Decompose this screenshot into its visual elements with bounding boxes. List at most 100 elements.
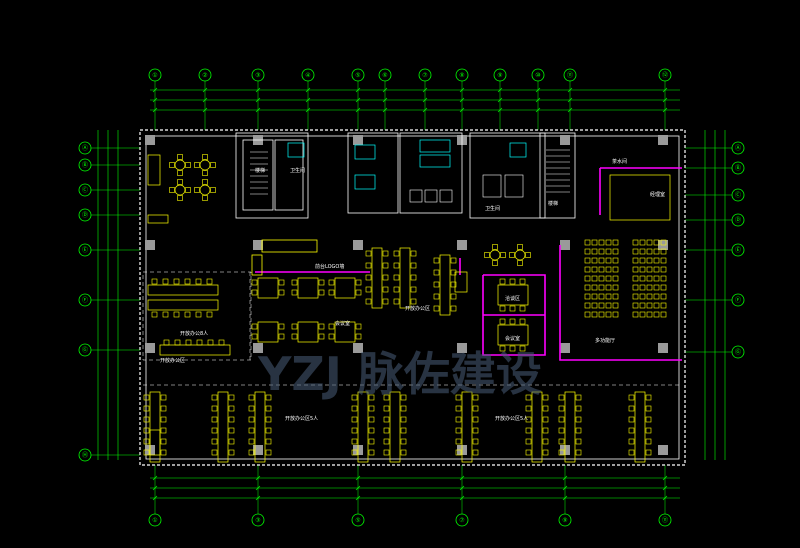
chair (351, 416, 358, 423)
axis-bottom-label: ⑪ (662, 516, 668, 524)
label-toilet-b: 卫生间 (485, 205, 500, 212)
chair (265, 427, 272, 434)
chair (558, 416, 565, 423)
chair (143, 427, 150, 434)
desk (334, 277, 356, 299)
chair (519, 305, 526, 312)
axis-left-label: Ⓒ (82, 186, 88, 194)
lounge-chair (194, 162, 200, 168)
chair (143, 438, 150, 445)
chair (433, 281, 440, 288)
axis-bottom-bubble (658, 513, 672, 527)
chair (628, 449, 635, 456)
axis-left-bubble (78, 243, 92, 257)
chair (265, 438, 272, 445)
chair (351, 427, 358, 434)
column (145, 135, 155, 145)
chair (211, 438, 218, 445)
chair (248, 438, 255, 445)
axis-top-label: ③ (255, 72, 260, 79)
training-seat (660, 266, 667, 273)
chair (207, 339, 214, 346)
desk (399, 247, 411, 309)
training-seat (660, 293, 667, 300)
desk (149, 429, 161, 456)
column (353, 343, 363, 353)
chair (575, 416, 582, 423)
chair (455, 394, 462, 401)
lounge-chair (202, 195, 208, 201)
training-seat (660, 275, 667, 282)
chair (195, 278, 202, 285)
training-seat (612, 239, 619, 246)
axis-left-bubble (78, 141, 92, 155)
chair (278, 323, 285, 330)
training-seat (598, 293, 605, 300)
desk (357, 391, 369, 463)
chair (645, 394, 652, 401)
training-seat (660, 311, 667, 318)
training-seat (660, 248, 667, 255)
axis-right-bubble (731, 243, 745, 257)
chair (645, 449, 652, 456)
training-seat (591, 284, 598, 291)
chair (206, 311, 213, 318)
chair (400, 438, 407, 445)
chair (355, 279, 362, 286)
chair (645, 416, 652, 423)
axis-left-label: Ⓑ (82, 161, 88, 169)
training-seat (632, 239, 639, 246)
chair (393, 262, 400, 269)
round-table (199, 159, 211, 171)
chair (328, 333, 335, 340)
axis-top-label: ⑪ (567, 71, 573, 79)
stair-a (250, 151, 268, 195)
chair (328, 323, 335, 330)
chair (410, 262, 417, 269)
chair (318, 279, 325, 286)
chair (351, 405, 358, 412)
chair (519, 318, 526, 325)
chair (509, 345, 516, 352)
chair (433, 293, 440, 300)
chair (218, 339, 225, 346)
chair (542, 449, 549, 456)
lounge-chair (177, 195, 183, 201)
training-seat (591, 275, 598, 282)
axis-left-label: Ⓐ (82, 144, 88, 152)
training-seat (598, 311, 605, 318)
chair (251, 333, 258, 340)
desk (297, 277, 319, 299)
core-shafts (287, 139, 527, 190)
training-seat (584, 239, 591, 246)
chair (228, 405, 235, 412)
chair (382, 250, 389, 257)
axis-top-bubble (301, 68, 315, 82)
training-seat (612, 248, 619, 255)
axis-left-bubble (78, 158, 92, 172)
chair (525, 405, 532, 412)
axis-bottom-label: ⑨ (562, 517, 567, 524)
chair (383, 438, 390, 445)
chair (472, 438, 479, 445)
training-seat (639, 302, 646, 309)
chair (184, 311, 191, 318)
desk (461, 391, 473, 463)
chair (291, 333, 298, 340)
training-seat (584, 311, 591, 318)
axis-top-bubble (531, 68, 545, 82)
training-seat (653, 311, 660, 318)
column (560, 240, 570, 250)
chair (525, 394, 532, 401)
chair (151, 311, 158, 318)
training-seat (632, 275, 639, 282)
chair (162, 311, 169, 318)
training-seat (584, 284, 591, 291)
chair (450, 293, 457, 300)
chair (383, 405, 390, 412)
desk (254, 391, 266, 463)
training-seat (584, 302, 591, 309)
lounge-chair (169, 187, 175, 193)
